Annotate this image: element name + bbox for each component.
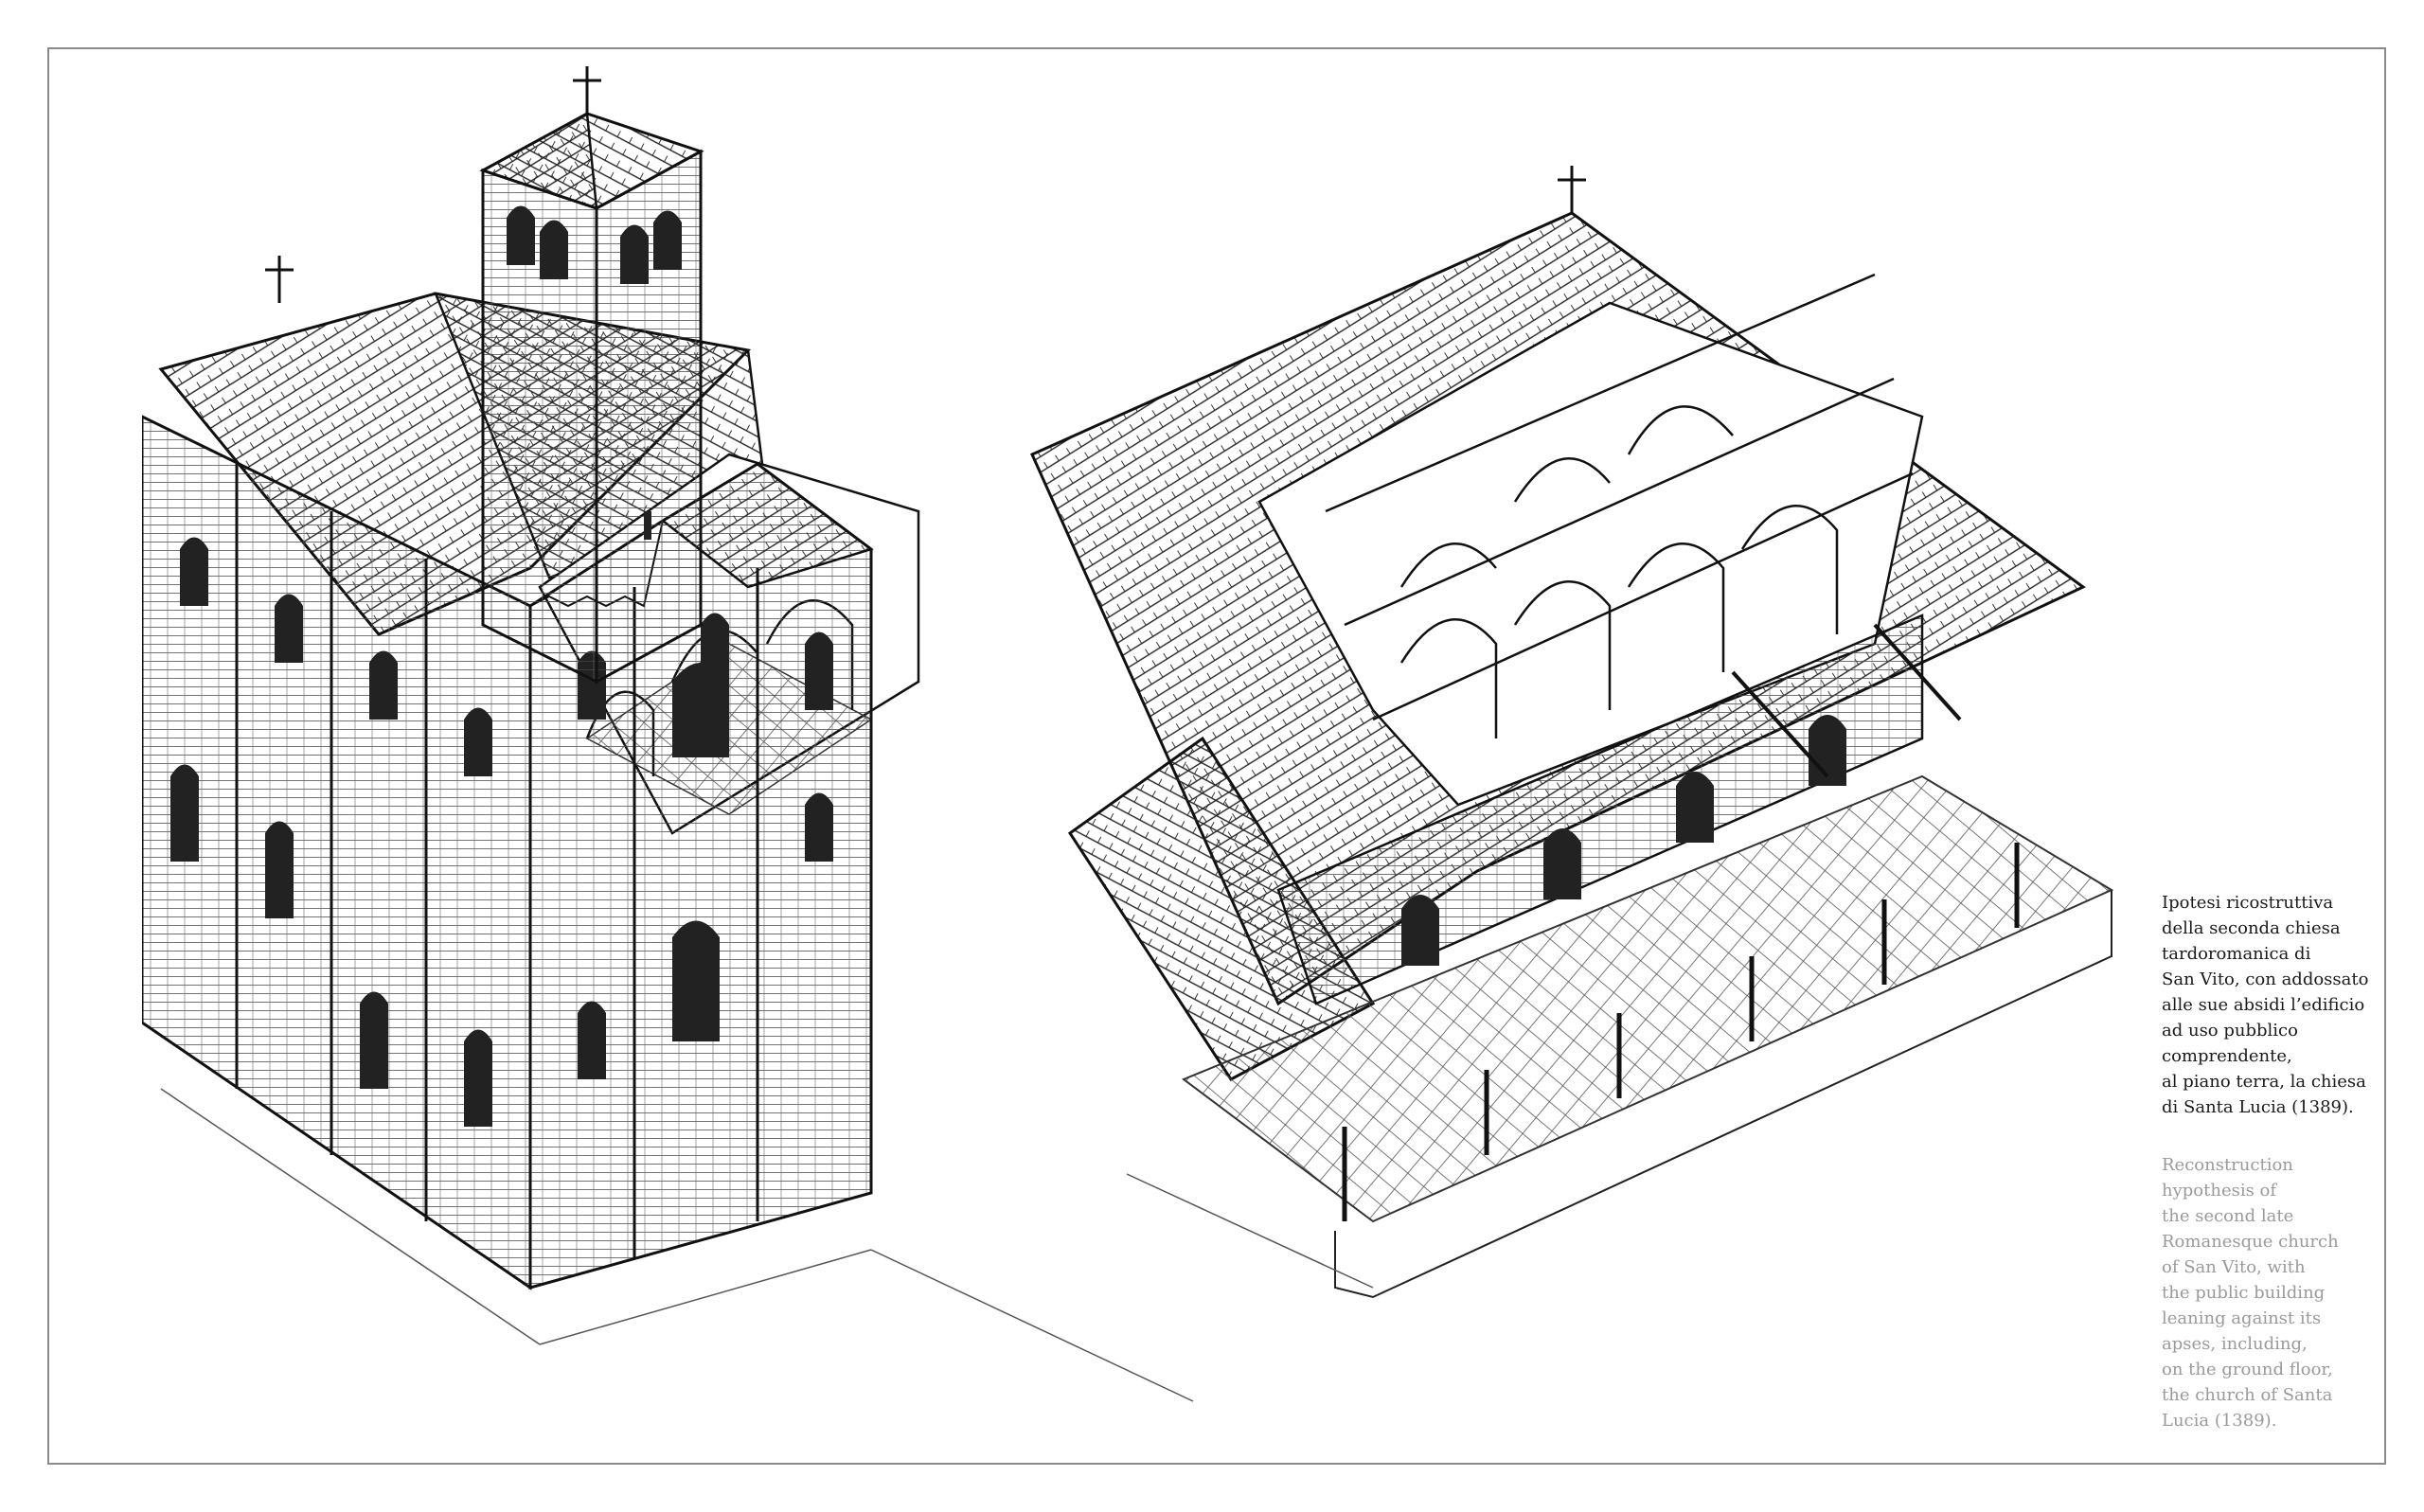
caption-english: Reconstruction hypothesis of the second … xyxy=(2162,1155,2339,1431)
ground-lines xyxy=(142,1021,1374,1402)
public-building-wall xyxy=(1276,614,1962,1005)
caption-italian: Ipotesi ricostruttiva della seconda chie… xyxy=(2162,893,2369,1117)
caption-block: Ipotesi ricostruttiva della seconda chie… xyxy=(2162,890,2370,1433)
page-frame xyxy=(47,47,2386,1465)
portico-ground-floor xyxy=(1181,774,2114,1299)
cross-icon xyxy=(265,66,1586,303)
bell-tower xyxy=(479,112,704,685)
church-reconstruction-illustration xyxy=(142,57,2272,1439)
cutaway-arcade xyxy=(1325,273,1914,738)
